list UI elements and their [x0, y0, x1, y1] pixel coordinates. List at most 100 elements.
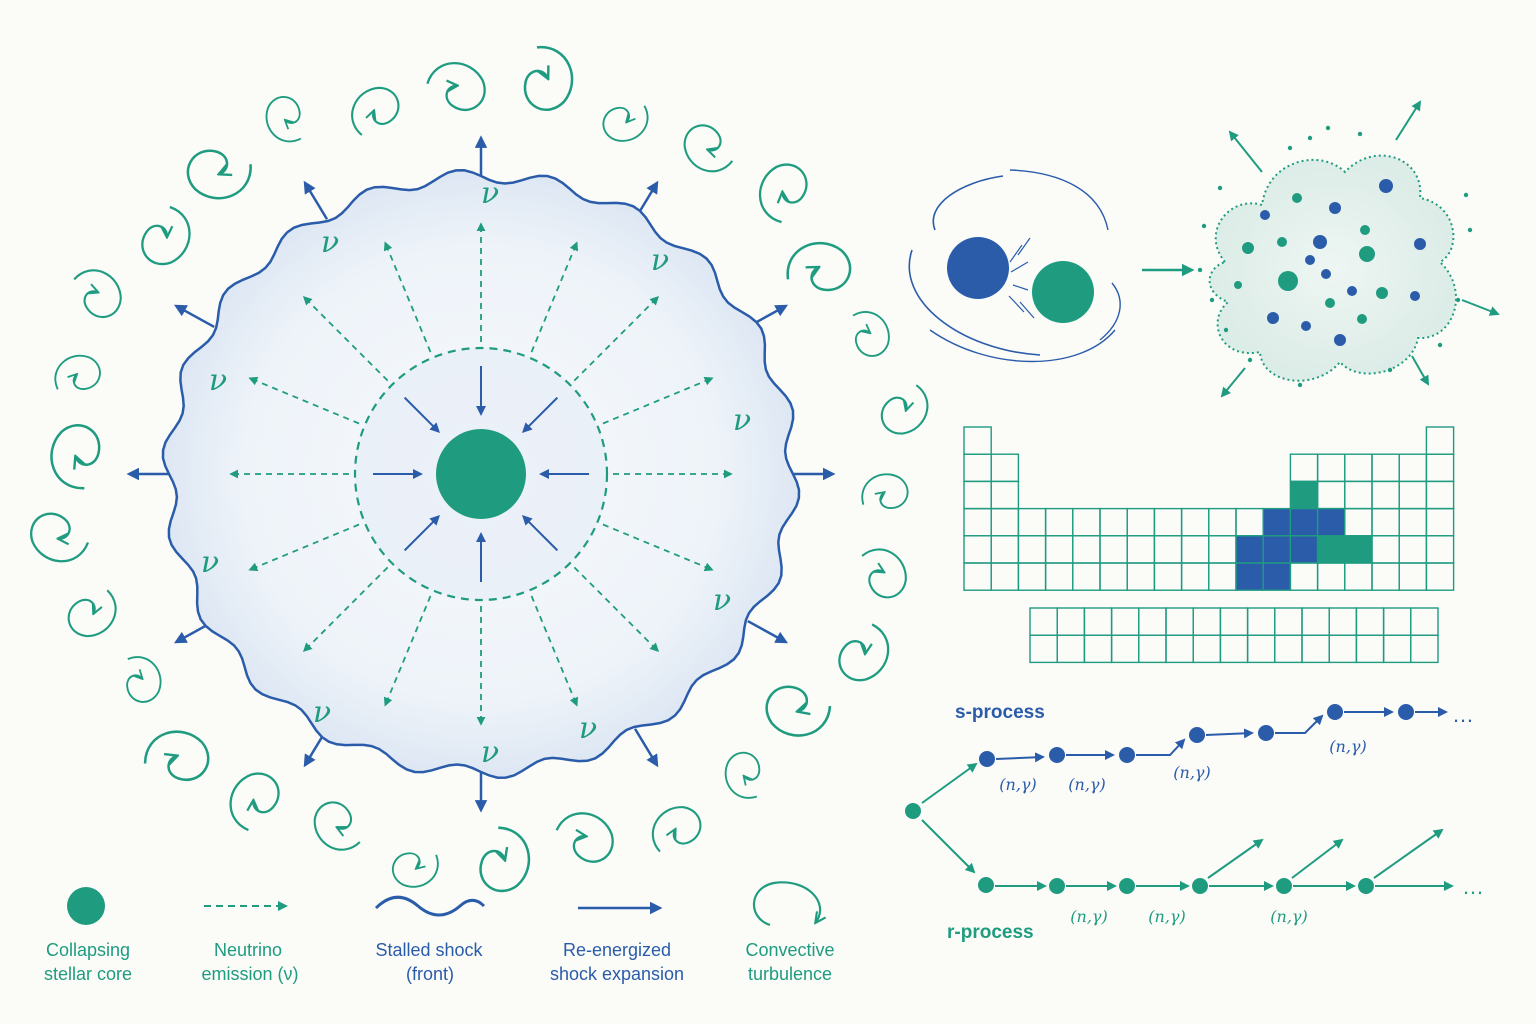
s-branch-arrow	[921, 762, 978, 804]
element-cell	[1072, 535, 1101, 564]
element-cell	[1208, 535, 1237, 564]
shock-expansion-arrow	[747, 619, 789, 644]
element-cell	[1371, 562, 1400, 591]
neutrino-symbol: ν	[481, 735, 499, 770]
s-nucleus	[1258, 725, 1274, 741]
ejecta-speck	[1387, 367, 1393, 373]
infall-arrow	[522, 396, 559, 433]
swirl	[391, 852, 439, 888]
element-cell	[1017, 562, 1047, 591]
swirl	[141, 205, 191, 266]
swirl-curve	[391, 852, 439, 888]
element-cell	[1153, 507, 1183, 537]
beta-decay-arrow	[1207, 838, 1264, 879]
ejecta-speck	[1357, 131, 1363, 137]
element-cell	[1153, 535, 1183, 564]
swirl-icon	[752, 881, 820, 927]
ejecta-particle	[1357, 314, 1367, 324]
neutrino-symbol: ν	[481, 176, 499, 211]
swirl	[67, 589, 117, 638]
swirl	[265, 96, 302, 143]
element-cell	[1316, 453, 1346, 483]
neutrino-symbol: ν	[651, 243, 669, 278]
f-block-cell	[1192, 634, 1222, 664]
shock-expansion-arrow	[303, 180, 329, 220]
ejecta-particle	[1305, 255, 1315, 265]
ejecta-particle	[1410, 291, 1420, 301]
f-block-cell	[1355, 607, 1385, 636]
wavy-line-icon	[374, 895, 486, 917]
element-cell	[1072, 562, 1101, 591]
f-block-cell	[1246, 607, 1276, 636]
swirl	[313, 801, 361, 851]
swirl-curve	[126, 656, 162, 703]
swirl	[186, 149, 252, 200]
neutrino-emission-arrows	[229, 222, 733, 726]
shock-expansion-arrow	[173, 304, 215, 329]
core-infall-arrows	[373, 366, 589, 582]
f-block-cell	[1246, 634, 1276, 664]
r-ellipsis: …	[1462, 874, 1484, 899]
infall-arrow	[403, 396, 440, 433]
element-cell	[1371, 453, 1400, 483]
r-nucleus	[1049, 878, 1065, 894]
element-cell	[1262, 535, 1292, 564]
beta-decay-arrow	[1373, 828, 1444, 879]
ejecta-speck	[1287, 145, 1293, 151]
s-reaction-label: (n,γ)	[999, 775, 1036, 794]
ejecta-arrow	[1220, 367, 1246, 398]
neutrino-arrow	[302, 295, 389, 382]
element-cell	[990, 480, 1020, 510]
ejecta-particle	[1301, 321, 1311, 331]
neutrino-symbol: ν	[579, 711, 597, 746]
f-block-cell	[1274, 607, 1303, 636]
f-block-cell	[1165, 607, 1194, 636]
element-cell	[963, 507, 992, 537]
ejecta-arrow	[1461, 299, 1500, 316]
f-block-cell	[1083, 607, 1113, 636]
seed-nucleus	[905, 803, 921, 819]
swirl	[50, 424, 101, 490]
swirl-curve	[67, 589, 117, 638]
legend-neutrino-line1: Neutrino	[214, 940, 282, 960]
swirl	[683, 124, 734, 173]
neutrino-arrow	[602, 523, 714, 572]
neutron-star-merger	[908, 169, 1195, 363]
beta-decay-arrow	[1291, 838, 1344, 879]
neutrino-arrow	[248, 376, 360, 425]
swirl-curve	[765, 685, 832, 737]
ejecta-particle	[1313, 235, 1327, 249]
legend-shock-line1: Stalled shock	[375, 940, 483, 960]
swirl-curve	[786, 241, 852, 292]
infall-arrow	[522, 515, 559, 552]
r-nucleus	[1358, 878, 1374, 894]
element-cell	[1044, 507, 1074, 537]
collapsing-core	[436, 429, 526, 519]
neutrino-arrow	[573, 566, 660, 653]
ejecta-particle	[1347, 286, 1357, 296]
element-cell	[1180, 507, 1210, 537]
s-reaction-label: (n,γ)	[1068, 775, 1105, 794]
element-cell	[1398, 535, 1428, 564]
f-block-cell	[1056, 607, 1086, 636]
s-reaction-label: (n,γ)	[1329, 737, 1366, 756]
element-cell	[1371, 535, 1400, 564]
f-block-cell	[1382, 607, 1412, 636]
swirl	[126, 656, 162, 703]
swirl-curve	[838, 623, 890, 682]
element-cell	[1072, 507, 1101, 537]
element-cell	[1262, 507, 1292, 537]
f-block-cell	[1110, 607, 1140, 636]
ejecta-particle	[1277, 237, 1287, 247]
swirl-curve	[602, 105, 649, 142]
f-block-cell	[1301, 634, 1330, 664]
f-block-cell	[1138, 634, 1167, 664]
ejecta-speck	[1247, 357, 1253, 363]
neutrino-symbol: ν	[313, 695, 331, 730]
ejecta-particle	[1334, 334, 1346, 346]
element-cell	[1398, 480, 1428, 510]
neutrino-arrow	[383, 595, 432, 707]
s-nucleus	[1398, 704, 1414, 720]
ejecta-particle	[1260, 210, 1270, 220]
legend-core-line2: stellar core	[44, 964, 132, 984]
